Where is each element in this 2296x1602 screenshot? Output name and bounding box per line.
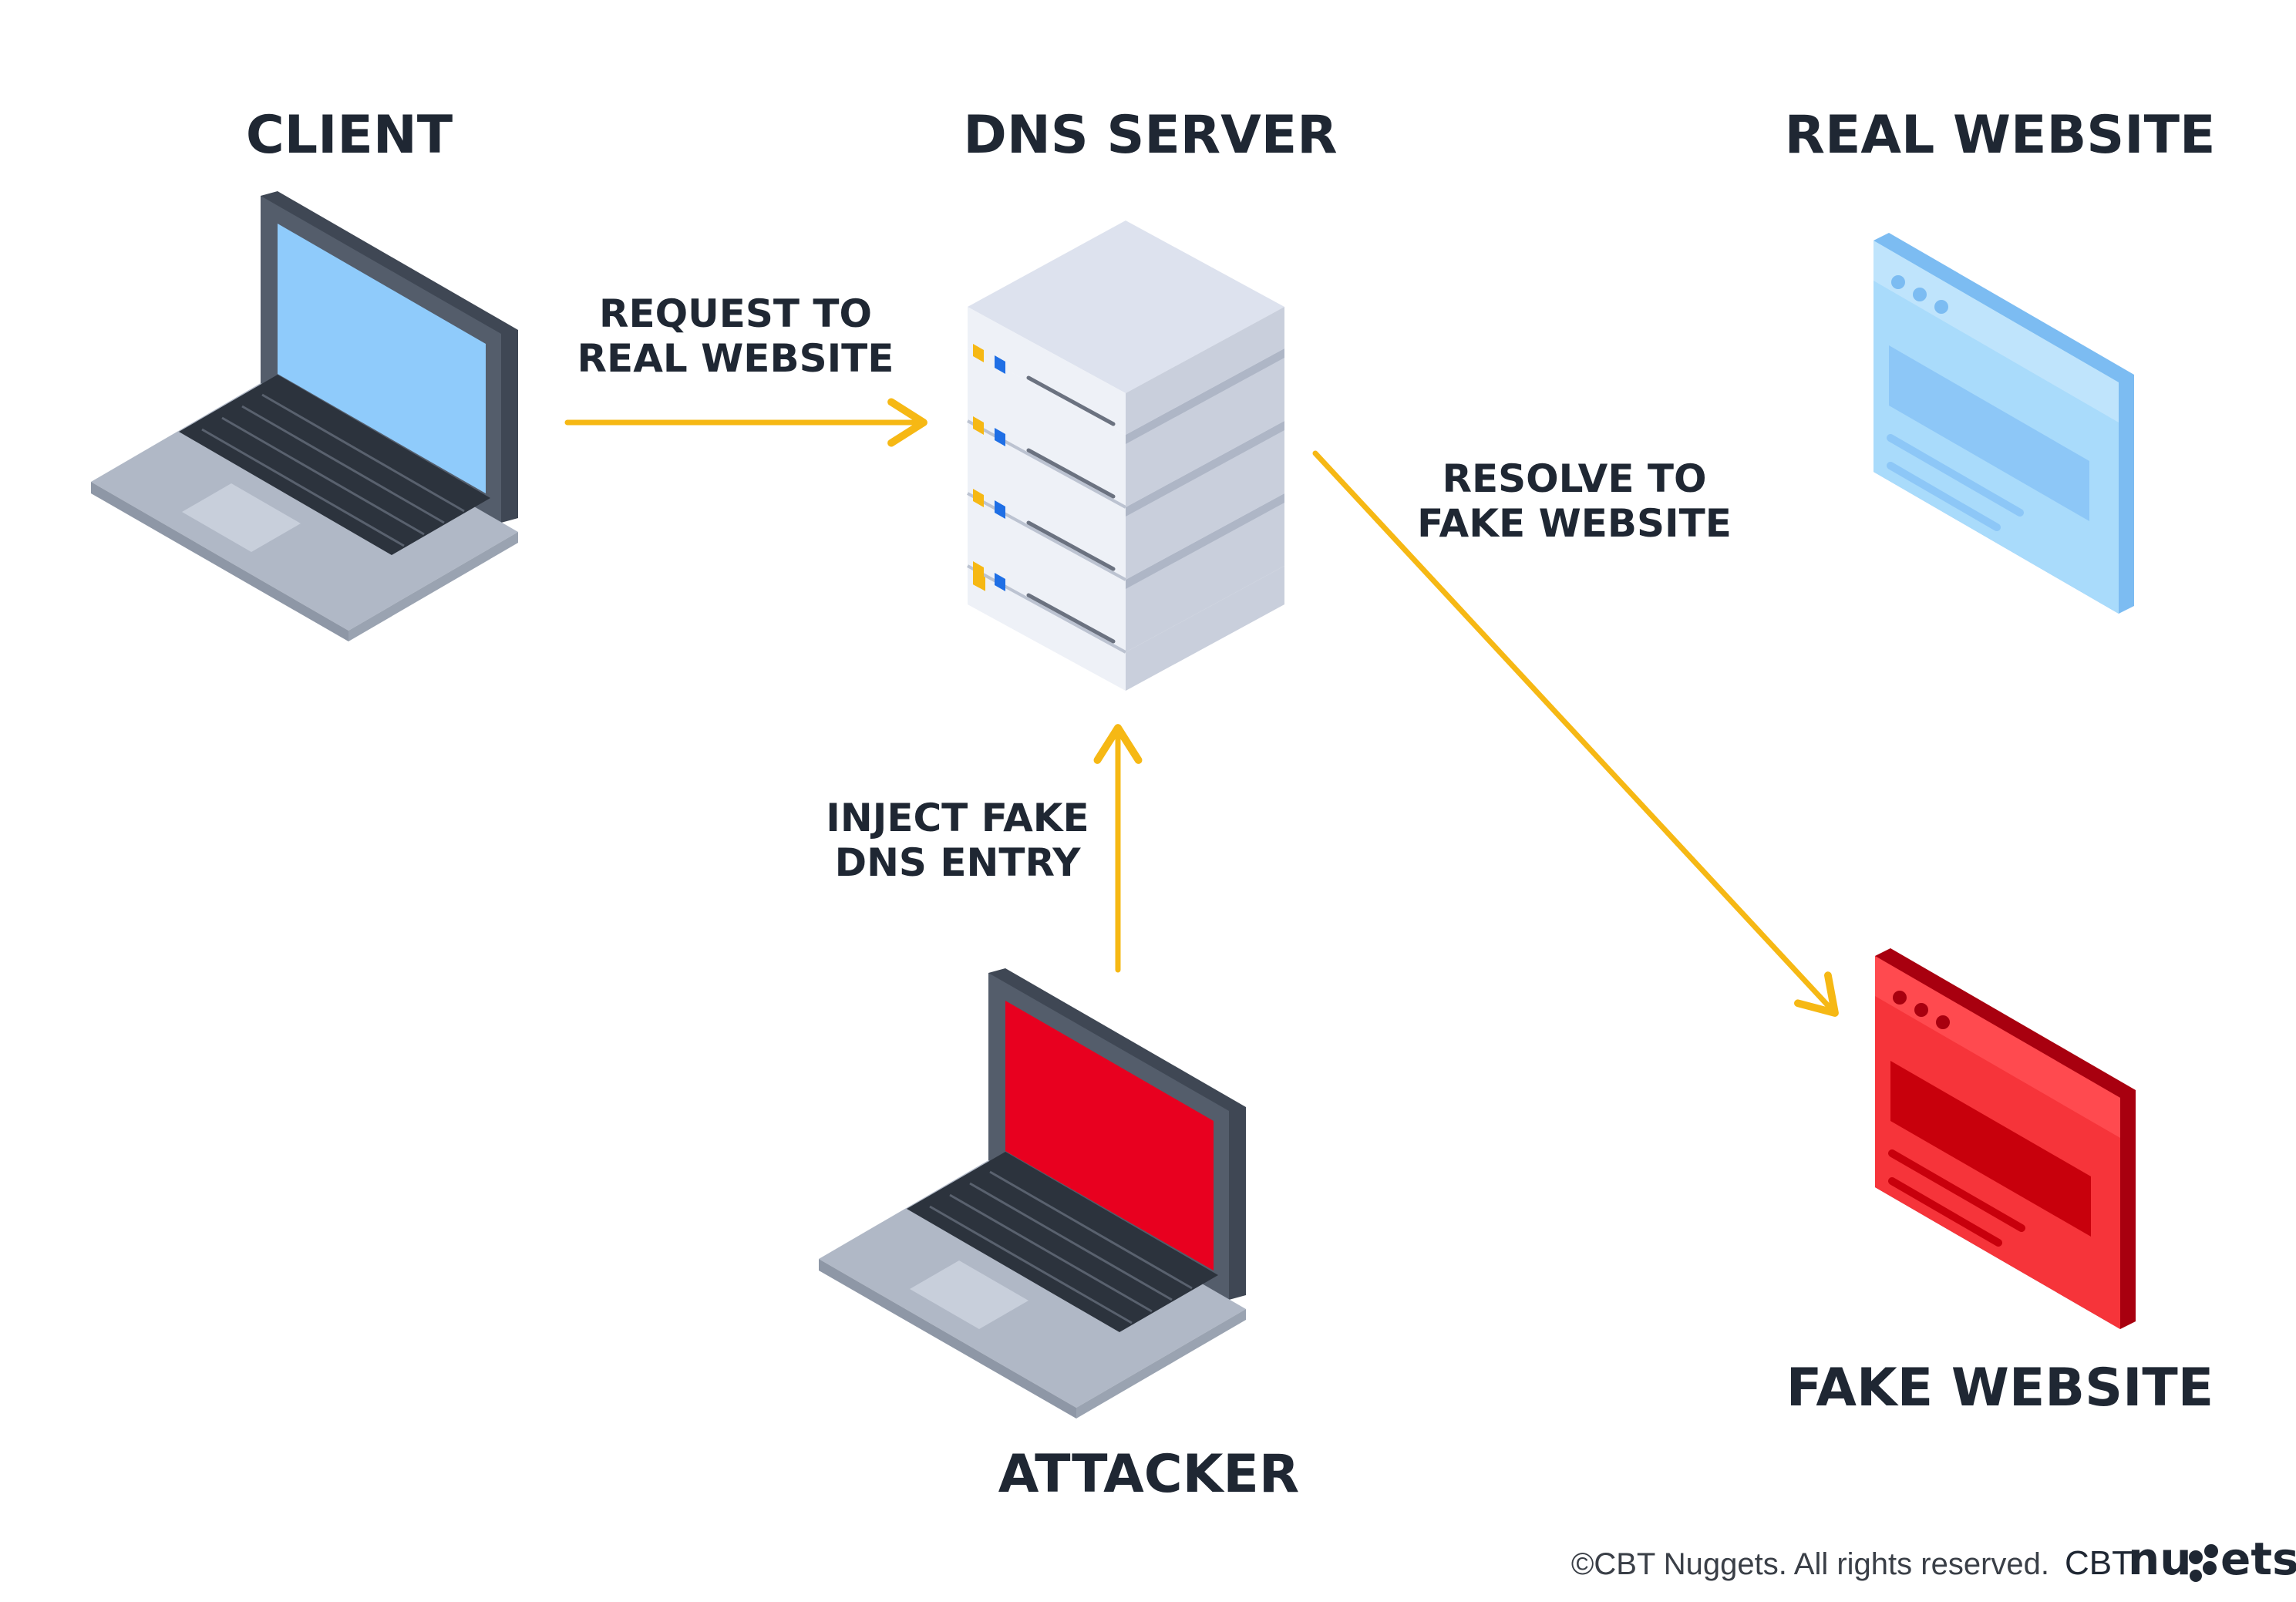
browser-window-icon [1873,233,2134,614]
brand-name-start: nu [2128,1533,2192,1585]
client-laptop [91,191,518,641]
client-title: CLIENT [246,105,453,166]
dns-server-title: DNS SERVER [963,105,1337,166]
server-stack-icon [967,220,1284,691]
attacker-laptop [819,968,1246,1419]
attacker-screen [1005,1001,1214,1270]
real-website-title: REAL WEBSITE [1785,105,2216,166]
laptop-icon [91,191,518,641]
brand-name-end: ets [2220,1533,2296,1585]
resolve-label-line2: FAKE WEBSITE [1417,501,1732,546]
dns-server [967,220,1284,691]
arrow-resolve [1312,450,1839,1017]
fake-website-title: FAKE WEBSITE [1786,1358,2214,1419]
browser-window-icon [1875,948,2136,1329]
real-website [1873,233,2134,614]
nuggets-dots-icon [2189,1544,2218,1582]
resolve-label-line1: RESOLVE TO [1442,456,1706,501]
inject-label-line2: DNS ENTRY [835,840,1082,885]
request-label-line1: REQUEST TO [599,291,872,336]
copyright-text: ©CBT Nuggets. All rights reserved. [1571,1547,2049,1581]
laptop-icon [819,968,1246,1419]
request-label-line2: REAL WEBSITE [577,336,894,381]
fake-website [1875,948,2136,1329]
inject-label-line1: INJECT FAKE [826,796,1089,840]
brand-prefix: CBT [2065,1544,2133,1582]
brand-logo: CBT nu ets [2065,1533,2296,1585]
attacker-title: ATTACKER [998,1444,1299,1505]
client-screen [278,224,486,493]
